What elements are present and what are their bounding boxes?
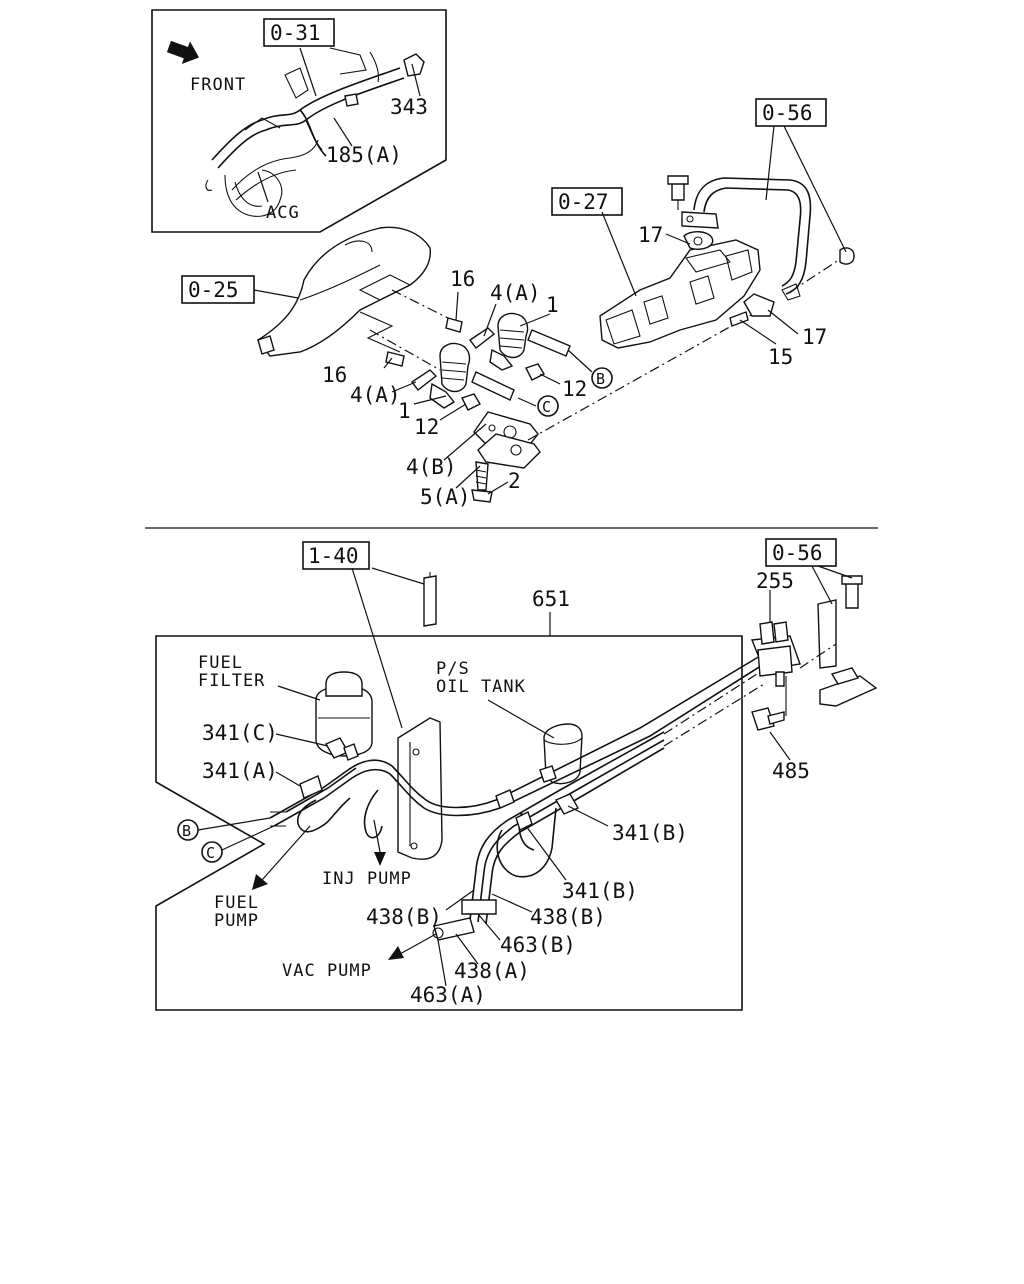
ps-oil-tank-label-line1: P/S (436, 659, 470, 679)
part-485: 485 (772, 759, 810, 783)
ref-0-25: 0-25 (188, 278, 239, 302)
ref-0-27: 0-27 (558, 190, 609, 214)
upper-assembly (253, 125, 855, 503)
inset-panel (151, 9, 447, 233)
part-651: 651 (532, 587, 570, 611)
front-arrow-icon (166, 40, 200, 64)
part-5a: 5(A) (420, 485, 471, 509)
ref-0-56-lower: 0-56 (772, 541, 823, 565)
part-438b-right: 438(B) (530, 905, 606, 929)
part-1-left: 1 (398, 399, 411, 423)
inj-pump-label: INJ PUMP (322, 869, 412, 889)
ref-box-0-27 (551, 187, 623, 216)
ref-box-0-56-upper (755, 98, 827, 127)
marker-b-lower-label: B (182, 822, 191, 840)
marker-b-upper (591, 367, 613, 389)
part-4b: 4(B) (406, 455, 457, 479)
part-341c: 341(C) (202, 721, 278, 745)
fuel-pump-arrow-icon (252, 825, 311, 890)
marker-b-lower (177, 819, 199, 841)
part-438a: 438(A) (454, 959, 530, 983)
front-label: FRONT (190, 75, 246, 95)
part-12-right: 12 (562, 377, 587, 401)
part-15: 15 (768, 345, 793, 369)
part-17-bottom: 17 (802, 325, 827, 349)
part-343: 343 (390, 95, 428, 119)
part-341b-lower: 341(B) (562, 879, 638, 903)
part-2: 2 (508, 469, 521, 493)
vac-pump-arrow-icon (388, 933, 437, 960)
ref-0-31: 0-31 (270, 21, 321, 45)
part-4a-left: 4(A) (350, 383, 401, 407)
part-463b: 463(B) (500, 933, 576, 957)
part-4a-right: 4(A) (490, 281, 541, 305)
fuel-pump-label-line2: PUMP (214, 911, 259, 931)
ps-oil-tank-label-line2: OIL TANK (436, 677, 526, 697)
part-341a: 341(A) (202, 759, 278, 783)
ref-0-56-upper: 0-56 (762, 101, 813, 125)
part-16-lower: 16 (322, 363, 347, 387)
ref-box-0-56-lower (765, 538, 837, 567)
ref-box-0-31 (263, 18, 335, 47)
fuel-pump-label-line1: FUEL (214, 893, 259, 913)
lower-assembly (155, 565, 878, 1011)
part-12-left: 12 (414, 415, 439, 439)
acg-label: ACG (266, 203, 300, 223)
marker-c-upper-label: C (542, 398, 551, 416)
part-341b-upper: 341(B) (612, 821, 688, 845)
part-17-top: 17 (638, 223, 663, 247)
part-185a: 185(A) (326, 143, 402, 167)
part-438b-left: 438(B) (366, 905, 442, 929)
marker-c-lower-label: C (206, 844, 215, 862)
ref-box-0-25 (181, 275, 255, 304)
part-1-right: 1 (546, 293, 559, 317)
fuel-filter-label-line1: FUEL (198, 653, 243, 673)
marker-c-upper (537, 395, 559, 417)
ref-1-40: 1-40 (308, 544, 359, 568)
marker-c-lower (201, 841, 223, 863)
part-16-upper: 16 (450, 267, 475, 291)
part-255: 255 (756, 569, 794, 593)
vac-pump-label: VAC PUMP (282, 961, 372, 981)
part-463a: 463(A) (410, 983, 486, 1007)
marker-b-upper-label: B (596, 370, 605, 388)
fuel-filter-label-line2: FILTER (198, 671, 265, 691)
ref-box-1-40 (302, 541, 370, 570)
inj-pump-arrow-icon (373, 819, 386, 866)
